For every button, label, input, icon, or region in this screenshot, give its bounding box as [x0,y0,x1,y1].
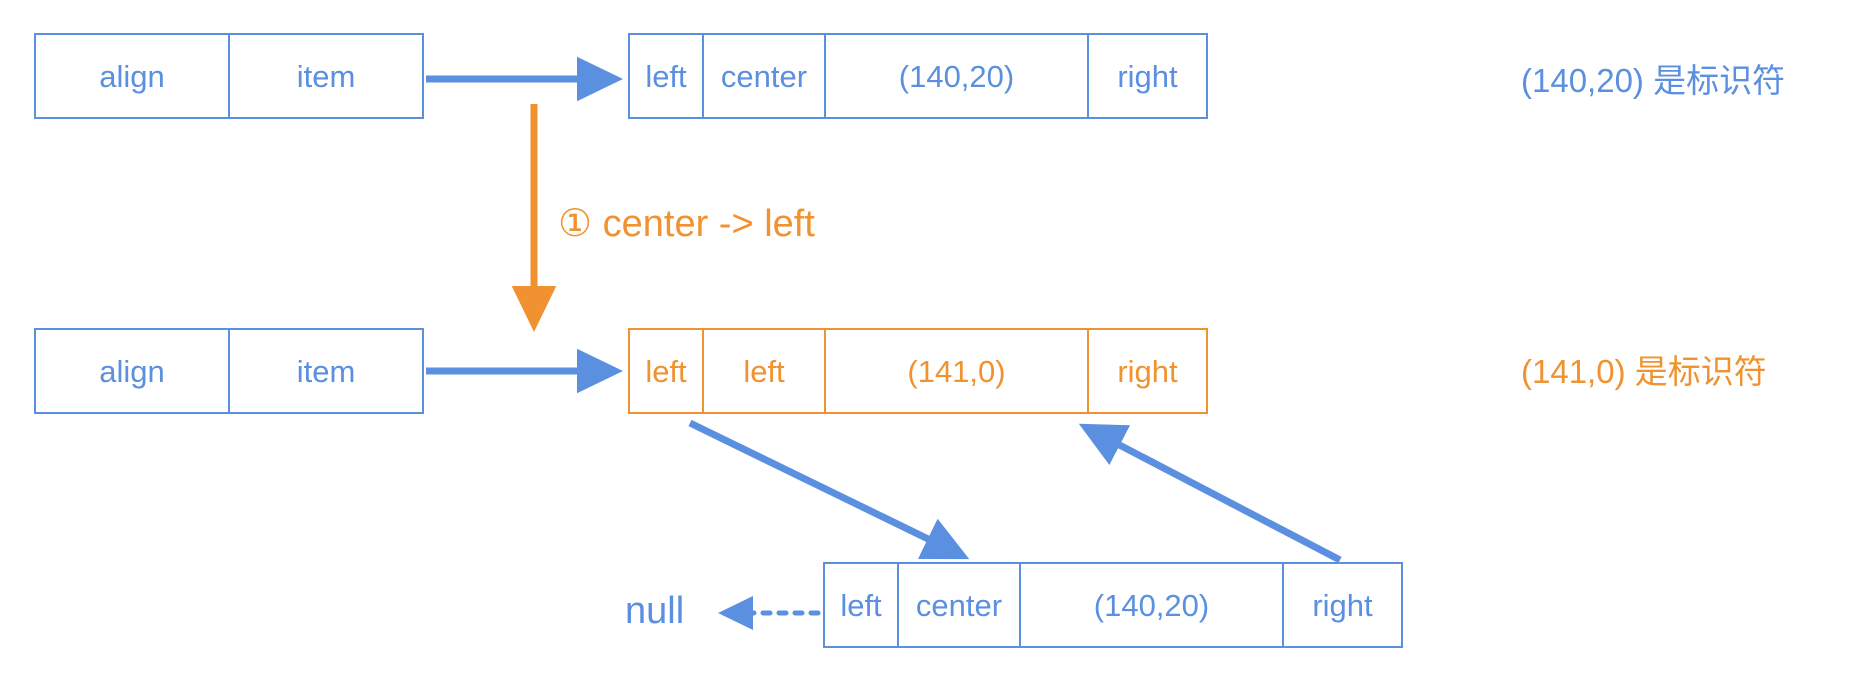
side-note-middle: (141,0) 是标识符 [1521,353,1767,390]
head-cell-item: item [296,353,356,389]
head-cell-item: item [296,58,356,94]
node-cell-right-pointer: right [1312,587,1373,623]
arrow-bottom-right-to-middle-node [1078,423,1342,564]
node-table-top: left center (140,20) right [628,33,1208,119]
side-note-top: (140,20) 是标识符 [1521,62,1786,99]
node-cell-identifier: (140,20) [826,35,1089,117]
null-label: null [625,590,685,632]
node-cell-identifier: (141,0) [826,330,1089,412]
node-cell-align-value: left [704,330,826,412]
node-cell-identifier: (140,20) [1021,564,1284,646]
node-table-bottom: left center (140,20) right [823,562,1403,648]
node-cell-left-pointer: left [825,564,899,646]
arrow-middle-left-to-bottom-node [688,419,970,560]
node-cell-right-pointer: right [1117,58,1178,94]
node-cell-left-pointer: left [630,330,704,412]
node-cell-right-pointer: right [1117,353,1178,389]
node-cell-align-value: center [704,35,826,117]
head-cell-align: align [36,35,230,117]
head-cell-align: align [36,330,230,412]
node-table-middle: left left (141,0) right [628,328,1208,414]
head-table-top: align item [34,33,424,119]
step-annotation-label: ① center -> left [558,203,815,245]
head-table-middle: align item [34,328,424,414]
node-cell-align-value: center [899,564,1021,646]
node-cell-left-pointer: left [630,35,704,117]
